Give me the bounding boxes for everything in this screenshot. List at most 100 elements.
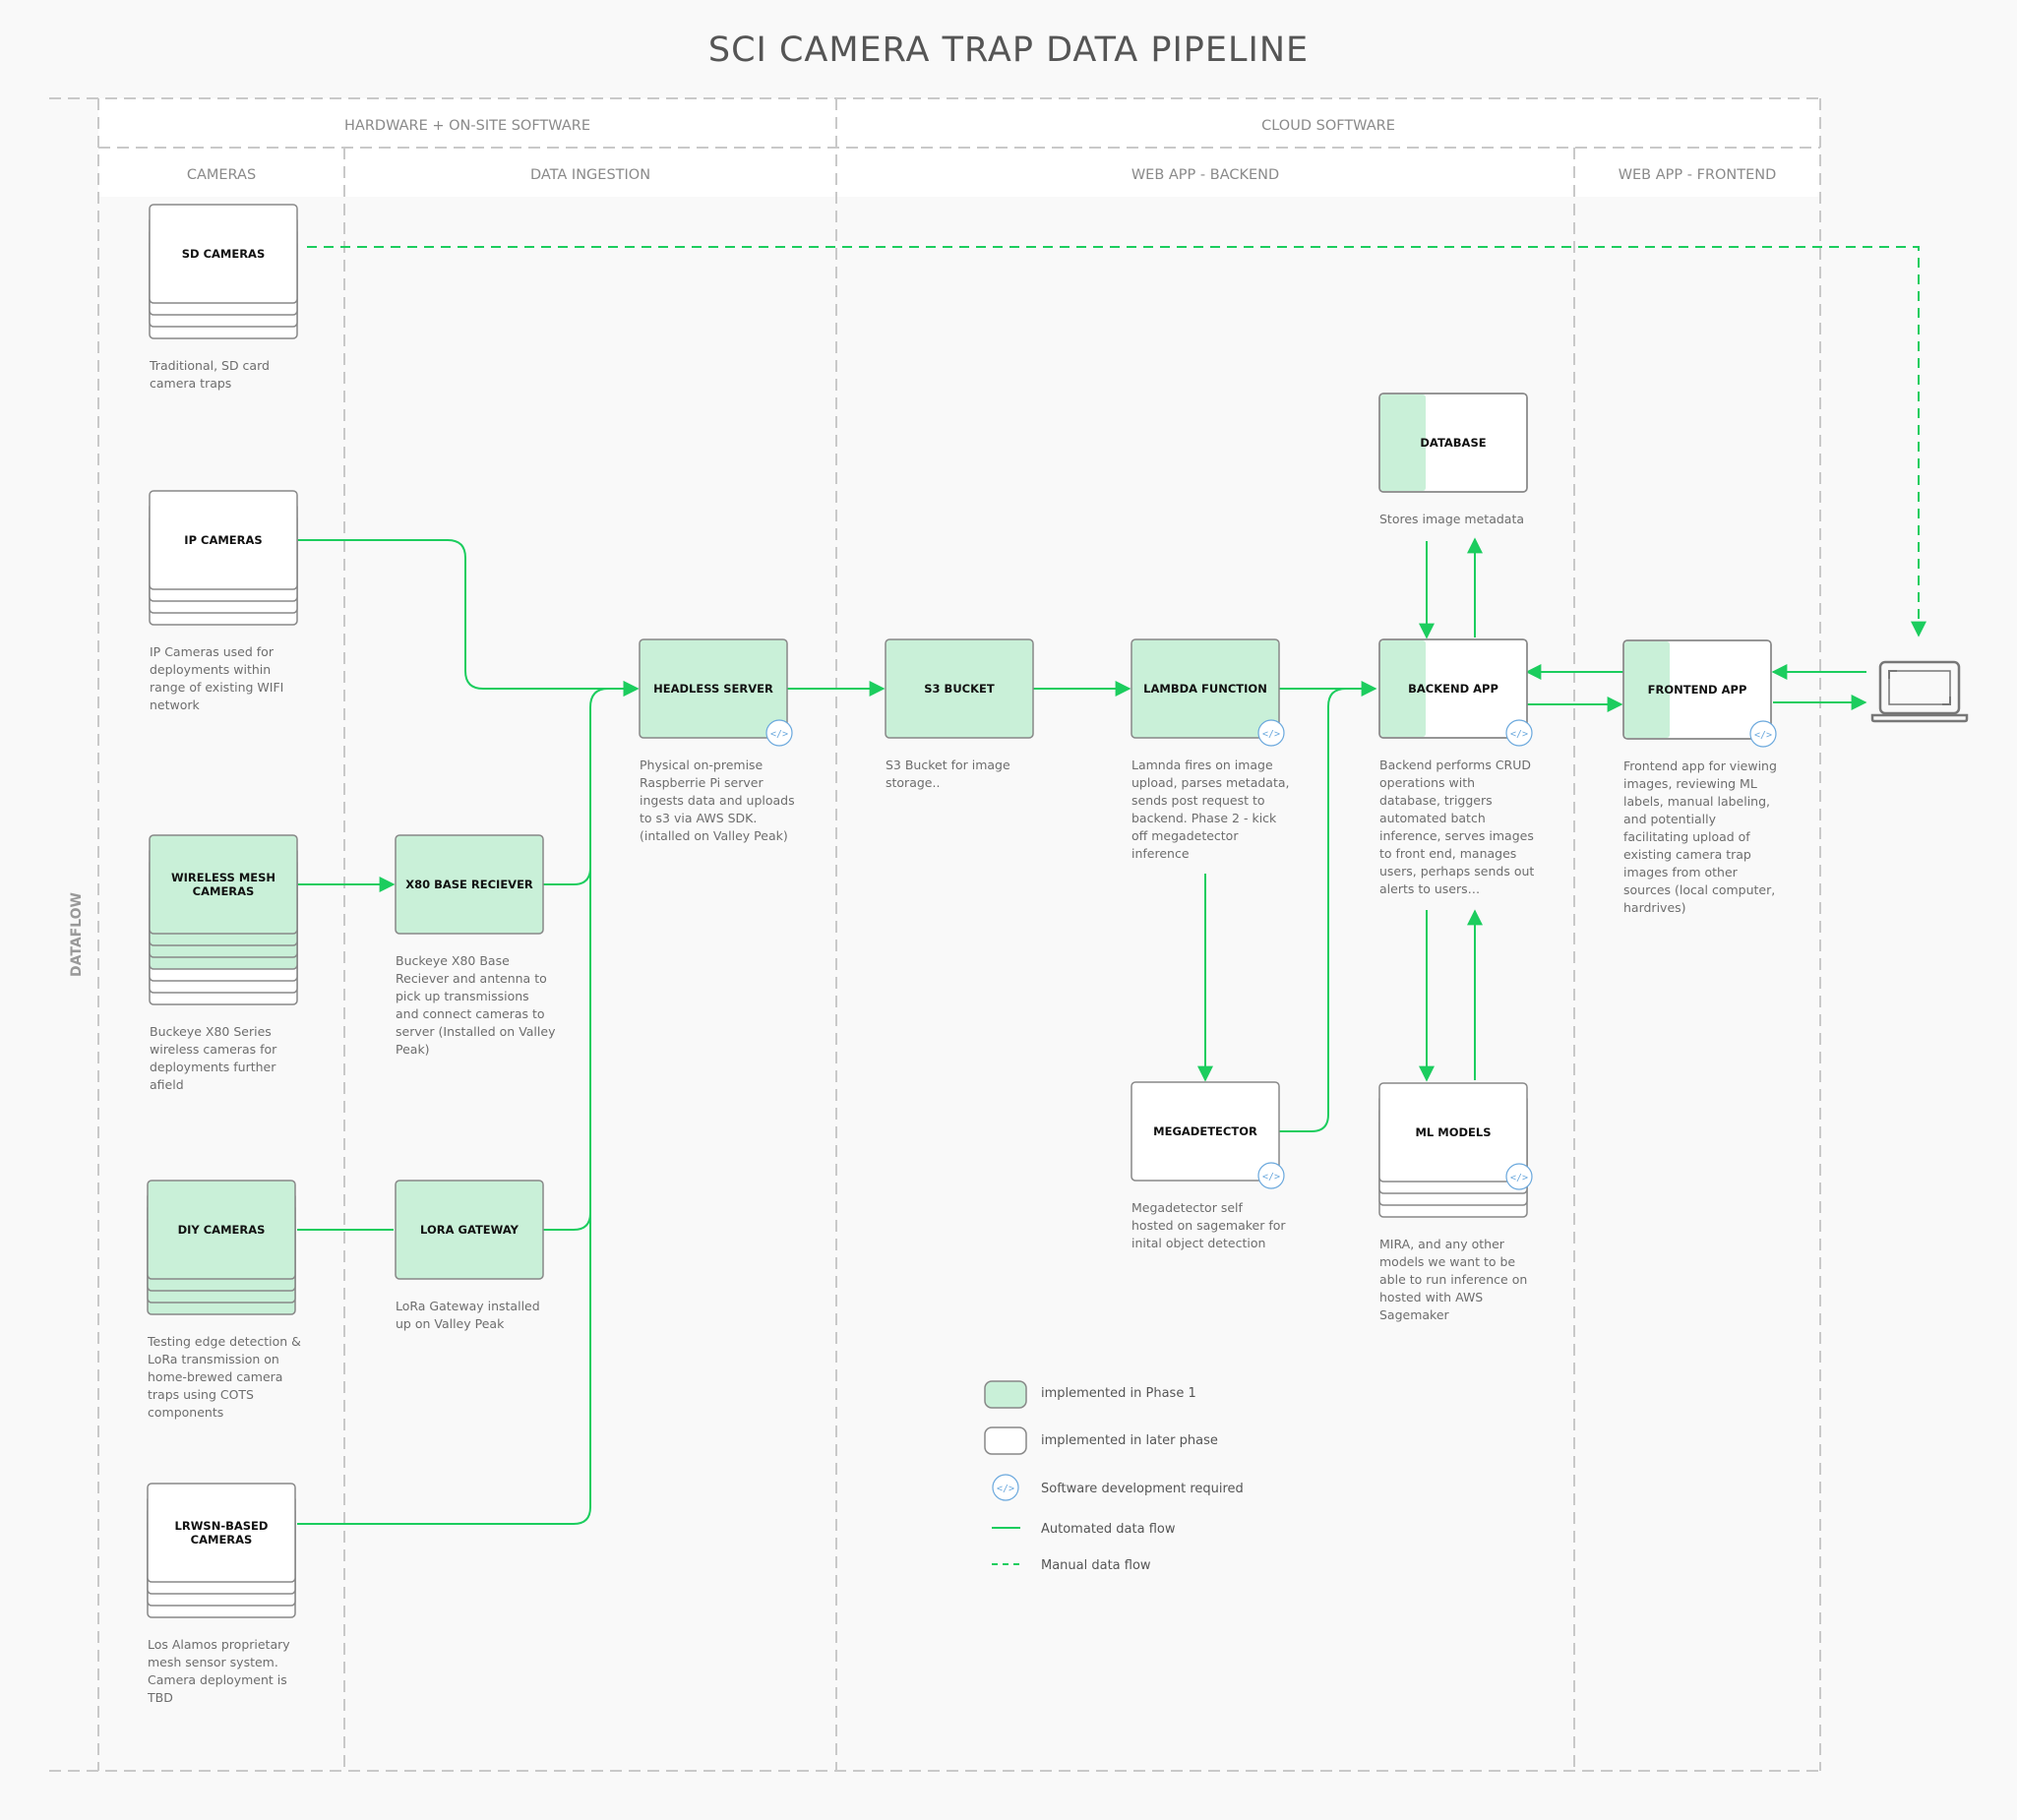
legend-label-automated: Automated data flow [1041, 1522, 1176, 1537]
mlmodels-description: models we want to be [1379, 1254, 1515, 1269]
legend: implemented in Phase 1 implemented in la… [984, 1380, 1244, 1573]
lambda-description: backend. Phase 2 - kick [1131, 811, 1277, 825]
lambda-label: LAMBDA FUNCTION [1143, 682, 1267, 696]
x80-description: Buckeye X80 Base [396, 953, 510, 968]
swimlane-frame [49, 97, 1821, 1772]
backend-code-icon: </> [1505, 719, 1533, 747]
frontend-node: FRONTEND APP</>Frontend app for viewingi… [1622, 639, 1777, 915]
ip-description: IP Cameras used for [150, 644, 275, 659]
headless-description: ingests data and uploads [640, 793, 795, 808]
headless-code-icon: </> [765, 719, 793, 747]
mlmodels-box [1378, 1082, 1528, 1183]
x80-node: X80 BASE RECIEVER Buckeye X80 BaseRecieve… [395, 834, 556, 1057]
legend-label-code: Software development required [1041, 1482, 1244, 1496]
headless-description: to s3 via AWS SDK. [640, 811, 757, 825]
x80-label: X80 BASE RECIEVER [405, 878, 533, 891]
lrwsn-box [147, 1483, 296, 1583]
frontend-description: and potentially [1623, 812, 1717, 826]
sd-node: SD CAMERAS Traditional, SD card camera tra… [149, 204, 298, 391]
database-description: Stores image metadata [1379, 512, 1524, 526]
lambda-box [1131, 638, 1280, 739]
sd-box [149, 204, 298, 304]
frontend-progress-fill [1624, 641, 1670, 738]
flow-ip-to-headless [297, 539, 640, 697]
lrwsn-description: Los Alamos proprietary [148, 1637, 290, 1652]
sd-description: camera traps [150, 376, 231, 391]
lambda-description: off megadetector [1131, 828, 1239, 843]
backend-description: users, perhaps sends out [1379, 864, 1534, 879]
mlmodels-description: Sagemaker [1379, 1307, 1450, 1322]
headless-description: Raspberrie Pi server [640, 775, 764, 790]
headless-label: HEADLESS SERVER [653, 682, 773, 696]
s3-label: S3 BUCKET [924, 682, 995, 696]
megadetector-code-icon: </> [1257, 1162, 1285, 1189]
s3-description: storage.. [886, 775, 940, 790]
diy-description: traps using COTS [148, 1387, 254, 1402]
s3-node: S3 BUCKET S3 Bucket for image storage.. [885, 638, 1034, 790]
megadetector-description: inital object detection [1131, 1236, 1265, 1250]
section-header-cloud: CLOUD SOFTWARE [1261, 118, 1395, 134]
lrwsn-label: LRWSN-BASED [175, 1519, 269, 1533]
page-title: SCI CAMERA TRAP DATA PIPELINE [708, 30, 1309, 70]
backend-description: inference, serves images [1379, 828, 1534, 843]
x80-box [395, 834, 544, 935]
legend-code-symbol: </> [997, 1484, 1014, 1494]
diy-description: LoRa transmission on [148, 1352, 279, 1366]
mlmodels-description: MIRA, and any other [1379, 1237, 1505, 1251]
x80-description: Reciever and antenna to [396, 971, 547, 986]
frontend-description: images from other [1623, 865, 1739, 880]
mlmodels-code-symbol: </> [1510, 1173, 1528, 1183]
s3-box [885, 638, 1034, 739]
s3-description: S3 Bucket for image [886, 758, 1010, 772]
frontend-code-icon: </> [1749, 720, 1777, 748]
frontend-description: hardrives) [1623, 900, 1686, 915]
flow-megadetector-to-backend [1279, 688, 1375, 1132]
backend-description: Backend performs CRUD [1379, 758, 1531, 772]
backend-description: database, triggers [1379, 793, 1493, 808]
backend-description: automated batch [1379, 811, 1486, 825]
lambda-code-icon: </> [1257, 719, 1285, 747]
lora-label: LORA GATEWAY [420, 1223, 520, 1237]
column-header-frontend: WEB APP - FRONTEND [1619, 167, 1777, 183]
diy-description: components [148, 1405, 223, 1420]
lora-description: LoRa Gateway installed [396, 1299, 540, 1313]
lrwsn-description: Camera deployment is [148, 1672, 287, 1687]
wireless-description: wireless cameras for [150, 1042, 277, 1057]
backend-description: to front end, manages [1379, 846, 1516, 861]
sd-label: SD CAMERAS [182, 247, 266, 261]
ip-description: range of existing WIFI [150, 680, 283, 695]
database-box-outline [1378, 393, 1528, 493]
lrwsn-description: TBD [147, 1690, 173, 1705]
flow-sd-to-user-manual [307, 246, 1926, 637]
frontend-description: facilitating upload of [1623, 829, 1750, 844]
sd-description: Traditional, SD card [149, 358, 270, 373]
frontend-box-outline [1622, 639, 1772, 740]
diy-label: DIY CAMERAS [178, 1223, 266, 1237]
legend-swatch-phase1 [984, 1380, 1027, 1409]
database-progress-fill [1380, 394, 1426, 491]
connectors [297, 246, 1926, 1525]
wireless-description: deployments further [150, 1060, 276, 1074]
backend-description: operations with [1379, 775, 1475, 790]
x80-description: Peak) [396, 1042, 430, 1057]
ip-box [149, 490, 298, 590]
nodes-layer: SD CAMERAS Traditional, SD card camera tra… [147, 204, 1777, 1705]
legend-swatch-later [984, 1426, 1027, 1455]
backend-code-symbol: </> [1510, 729, 1528, 740]
lambda-description: upload, parses metadata, [1131, 775, 1290, 790]
headless-box [639, 638, 788, 739]
frontend-description: labels, manual labeling, [1623, 794, 1770, 809]
backend-label: BACKEND APP [1408, 682, 1498, 696]
frontend-description: existing camera trap [1623, 847, 1751, 862]
wireless-description: afield [150, 1077, 184, 1092]
headless-description: (intalled on Valley Peak) [640, 828, 788, 843]
frontend-code-symbol: </> [1754, 730, 1772, 741]
ip-description: deployments within [150, 662, 271, 677]
